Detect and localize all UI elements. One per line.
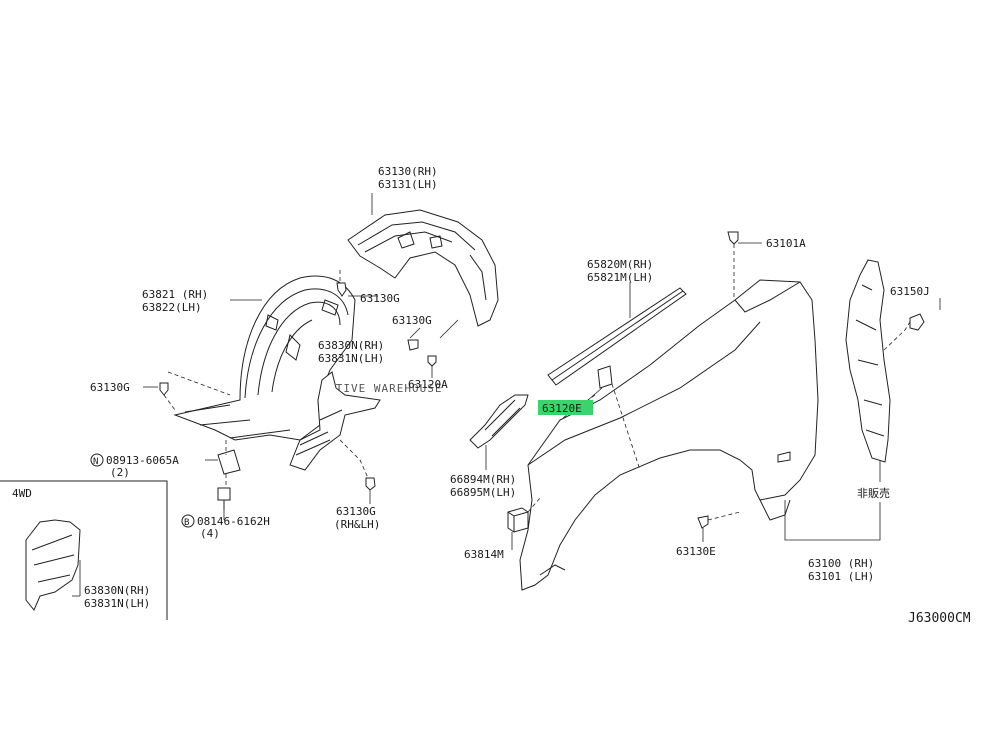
label-08913-qty: (2): [110, 466, 130, 479]
label-08146-qty: (4): [200, 527, 220, 540]
label-63130: 63130(RH): [378, 165, 438, 178]
label-63821: 63821 (RH): [142, 288, 208, 301]
prefix-n-circle: [90, 453, 104, 467]
leader-lines: [72, 193, 941, 597]
label-63101a: 63101A: [766, 237, 806, 250]
label-63101: 63101 (LH): [808, 570, 874, 583]
label-63150j: 63150J: [890, 285, 930, 298]
fender-bracket: [469, 394, 529, 449]
label-63130g-b: 63130G: [392, 314, 432, 327]
diagram-code: J63000CM: [908, 611, 971, 626]
callouts: 63130(RH) 63131(LH) 63821 (RH) 63822(LH)…: [84, 165, 971, 626]
label-65821m: 65821M(LH): [587, 271, 653, 284]
inset-4wd: 4WD: [0, 480, 168, 620]
fender-molding: [547, 287, 687, 386]
wheelhouse-liner: [347, 209, 499, 327]
label-63131: 63131(LH): [378, 178, 438, 191]
label-63814m: 63814M: [464, 548, 504, 561]
label-63100: 63100 (RH): [808, 557, 874, 570]
label-08146: 08146-6162H: [197, 515, 270, 528]
bolts-right: [697, 231, 739, 529]
prefix-b-circle: [181, 514, 195, 528]
label-63830n: 63830N(RH): [318, 339, 384, 352]
label-08913: 08913-6065A: [106, 454, 179, 467]
label-63831n: 63831N(LH): [318, 352, 384, 365]
label-63130g-left: 63130G: [90, 381, 130, 394]
label-63130g-a: 63130G: [360, 292, 400, 305]
splash-guard: [289, 371, 381, 471]
inset-label: 4WD: [12, 487, 32, 500]
label-63822: 63822(LH): [142, 301, 202, 314]
label-65820m: 65820M(RH): [587, 258, 653, 271]
label-prefix-b: B: [184, 518, 189, 528]
clips-left: [159, 282, 437, 510]
insulator-block: [507, 507, 529, 533]
dashed-guides: [163, 244, 911, 521]
label-63120e: 63120E: [542, 402, 582, 415]
label-63831n-4wd: 63831N(LH): [84, 597, 150, 610]
label-63120a: 63120A: [408, 378, 448, 391]
front-fender: [519, 279, 819, 591]
label-63130g-rhlh: 63130G: [336, 505, 376, 518]
label-63830n-4wd: 63830N(RH): [84, 584, 150, 597]
label-66894m: 66894M(RH): [450, 473, 516, 486]
label-66895m: 66895M(LH): [450, 486, 516, 499]
inner-fender-liner: [173, 275, 356, 441]
side-bracket: [845, 259, 925, 463]
label-63130e: 63130E: [676, 545, 716, 558]
label-prefix-n: N: [93, 457, 98, 467]
label-non-sale: 非販売: [857, 487, 890, 500]
highlight-63120e: [538, 400, 593, 415]
label-rhlh: (RH&LH): [334, 518, 380, 531]
